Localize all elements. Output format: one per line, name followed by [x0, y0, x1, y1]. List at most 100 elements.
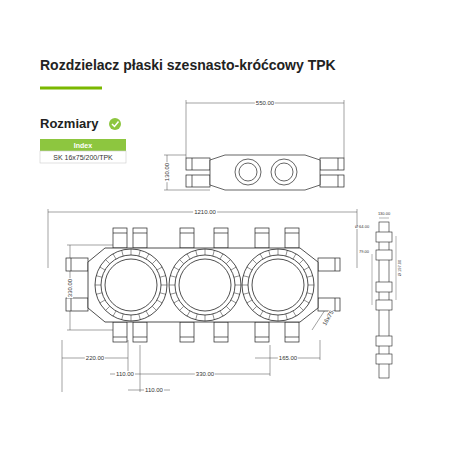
rib: [213, 314, 215, 320]
rib: [106, 306, 110, 310]
rib: [196, 250, 198, 256]
table-header: Index: [74, 142, 92, 149]
section-heading: Rozmiary: [40, 117, 99, 130]
rib: [131, 315, 132, 321]
rib: [278, 249, 279, 255]
rib: [308, 285, 314, 286]
rib: [113, 311, 116, 316]
dimension: 79.00: [358, 250, 370, 254]
check-icon: [109, 118, 121, 130]
dimension: 1210.00: [193, 209, 217, 215]
rib: [235, 285, 241, 286]
rib: [226, 260, 230, 264]
rib: [205, 315, 206, 321]
title-underline: [40, 88, 102, 89]
rib: [260, 254, 263, 259]
dimension: 330.00: [195, 371, 215, 377]
rib: [113, 254, 116, 259]
hub-circle: [248, 255, 308, 315]
hub-circle: [179, 259, 231, 311]
hub-ribs: [169, 249, 241, 321]
top-view: [186, 155, 344, 190]
rib: [170, 293, 176, 295]
rib: [96, 293, 102, 295]
rib: [253, 260, 257, 264]
rib: [96, 276, 102, 278]
rib: [139, 314, 141, 320]
rib: [139, 250, 141, 256]
rib: [304, 267, 309, 270]
dimension: Ø 64.00: [354, 225, 370, 229]
rib: [122, 314, 124, 320]
rib: [231, 267, 236, 270]
rib: [260, 311, 263, 316]
dimension: 550.00: [255, 100, 275, 106]
rib: [180, 260, 184, 264]
rib: [299, 260, 303, 264]
rib: [299, 306, 303, 310]
rib: [122, 250, 124, 256]
rib: [100, 267, 105, 270]
hub-circle: [95, 249, 167, 321]
rib: [220, 311, 223, 316]
rib: [247, 267, 252, 270]
rib: [152, 260, 156, 264]
rib: [174, 300, 179, 303]
rib: [269, 314, 271, 320]
hub-circle: [169, 249, 241, 321]
rib: [293, 311, 296, 316]
index-table: [40, 139, 126, 163]
rib: [146, 254, 149, 259]
bottom-view-body: [88, 248, 318, 322]
side-view: [372, 218, 396, 378]
rib: [286, 314, 288, 320]
rib: [157, 300, 162, 303]
rib: [234, 293, 240, 295]
rib: [146, 311, 149, 316]
rib: [231, 300, 236, 303]
rib: [286, 250, 288, 256]
rib: [160, 293, 166, 295]
bottom-view-stubs: [66, 228, 340, 342]
rib: [161, 285, 167, 286]
hub-circle: [101, 255, 161, 315]
rib: [95, 285, 101, 286]
dimension: 220.00: [85, 355, 105, 361]
rib: [180, 306, 184, 310]
dimension: Ø 197.00: [398, 259, 402, 277]
hub-ribs: [95, 249, 167, 321]
page-title: Rozdzielacz płaski szesnasto-króćcowy TP…: [40, 58, 336, 72]
hub-ribs: [242, 249, 314, 321]
rib: [242, 285, 248, 286]
dimension: 16x75: [321, 309, 335, 328]
rib: [269, 250, 271, 256]
rib: [174, 267, 179, 270]
rib: [243, 276, 249, 278]
hub-circle: [105, 259, 157, 311]
rib: [157, 267, 162, 270]
rib: [169, 285, 175, 286]
rib: [187, 311, 190, 316]
hub-circle: [175, 255, 235, 315]
rib: [247, 300, 252, 303]
rib: [106, 260, 110, 264]
dimension-lines: [48, 100, 357, 392]
hub-circle: [242, 249, 314, 321]
dimension: 130.00: [164, 162, 170, 182]
dimension: 330.00: [67, 278, 73, 298]
rib: [243, 293, 249, 295]
rib: [131, 249, 132, 255]
rib: [160, 276, 166, 278]
rib: [253, 306, 257, 310]
rib: [234, 276, 240, 278]
dimension: 110.00: [144, 387, 164, 393]
rib: [205, 249, 206, 255]
dimension: 110.00: [115, 371, 135, 377]
rib: [307, 293, 313, 295]
rib: [152, 306, 156, 310]
rib: [226, 306, 230, 310]
rib: [196, 314, 198, 320]
rib: [278, 315, 279, 321]
rib: [170, 276, 176, 278]
